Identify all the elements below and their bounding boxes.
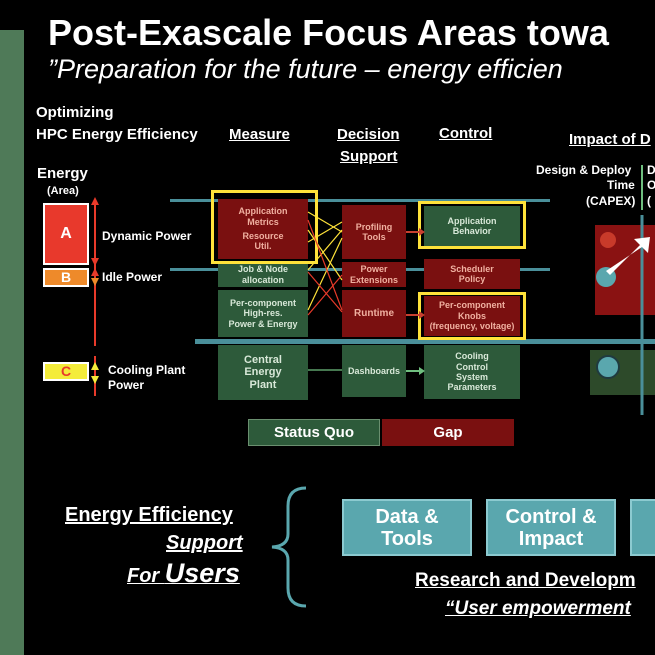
connector-lines [307,211,343,371]
idle-power-label: Idle Power [102,270,163,284]
data-tools-button[interactable]: Data &Tools [342,499,472,556]
legend-gap: Gap [382,419,514,446]
impact-cut-1: D [647,163,655,177]
page-title: Post-Exascale Focus Areas towa [48,12,609,53]
impact-time: Time [607,178,635,192]
column-impact: Impact of D [569,131,651,148]
side-accent-bar [0,30,24,655]
curly-brace [271,486,307,608]
legend-status-quo: Status Quo [248,419,380,446]
research-development-label: Research and Developm [415,570,636,591]
impact-capex: (CAPEX) [586,194,636,208]
impact-cut-2: O [647,178,655,192]
user-empowerment-label: “User empowerment [445,598,631,619]
decision-control-arrows [406,228,425,375]
block-a: A [43,203,89,265]
impact-graphic [590,215,655,415]
impact-design-deploy: Design & Deploy [536,163,632,177]
box-dashboards: Dashboards [342,345,406,397]
impact-divider [641,165,643,210]
support-label: Support [166,532,243,554]
control-impact-button[interactable]: Control &Impact [486,499,616,556]
highlight-measure [211,190,318,264]
energy-area-label: (Area) [47,185,79,197]
impact-cut-3: ( [647,194,651,208]
box-runtime: Runtime [342,290,406,337]
optimizing-label-2: HPC Energy Efficiency [36,126,198,143]
highlight-control-top [418,201,526,249]
energy-range-arrows [91,197,99,396]
energy-label: Energy [37,165,88,182]
column-support: Support [340,148,398,165]
column-measure: Measure [229,126,290,143]
page-subtitle: ”Preparation for the future – energy eff… [48,54,563,84]
third-button-cropped[interactable] [630,499,655,556]
block-c: C [43,362,89,381]
dynamic-power-label: Dynamic Power [102,229,192,243]
block-b: B [43,268,89,287]
column-decision: Decision [337,126,400,143]
optimizing-label-1: Optimizing [36,104,114,121]
row-line-1 [170,199,550,202]
row-line-3 [195,339,655,344]
highlight-control-knobs [418,292,526,340]
for-users-label: For Users [127,558,240,588]
energy-efficiency-label: Energy Efficiency [65,504,233,526]
cooling-power-label: Power [108,378,145,392]
cooling-plant-label: Cooling Plant [108,363,186,377]
column-control: Control [439,125,493,142]
